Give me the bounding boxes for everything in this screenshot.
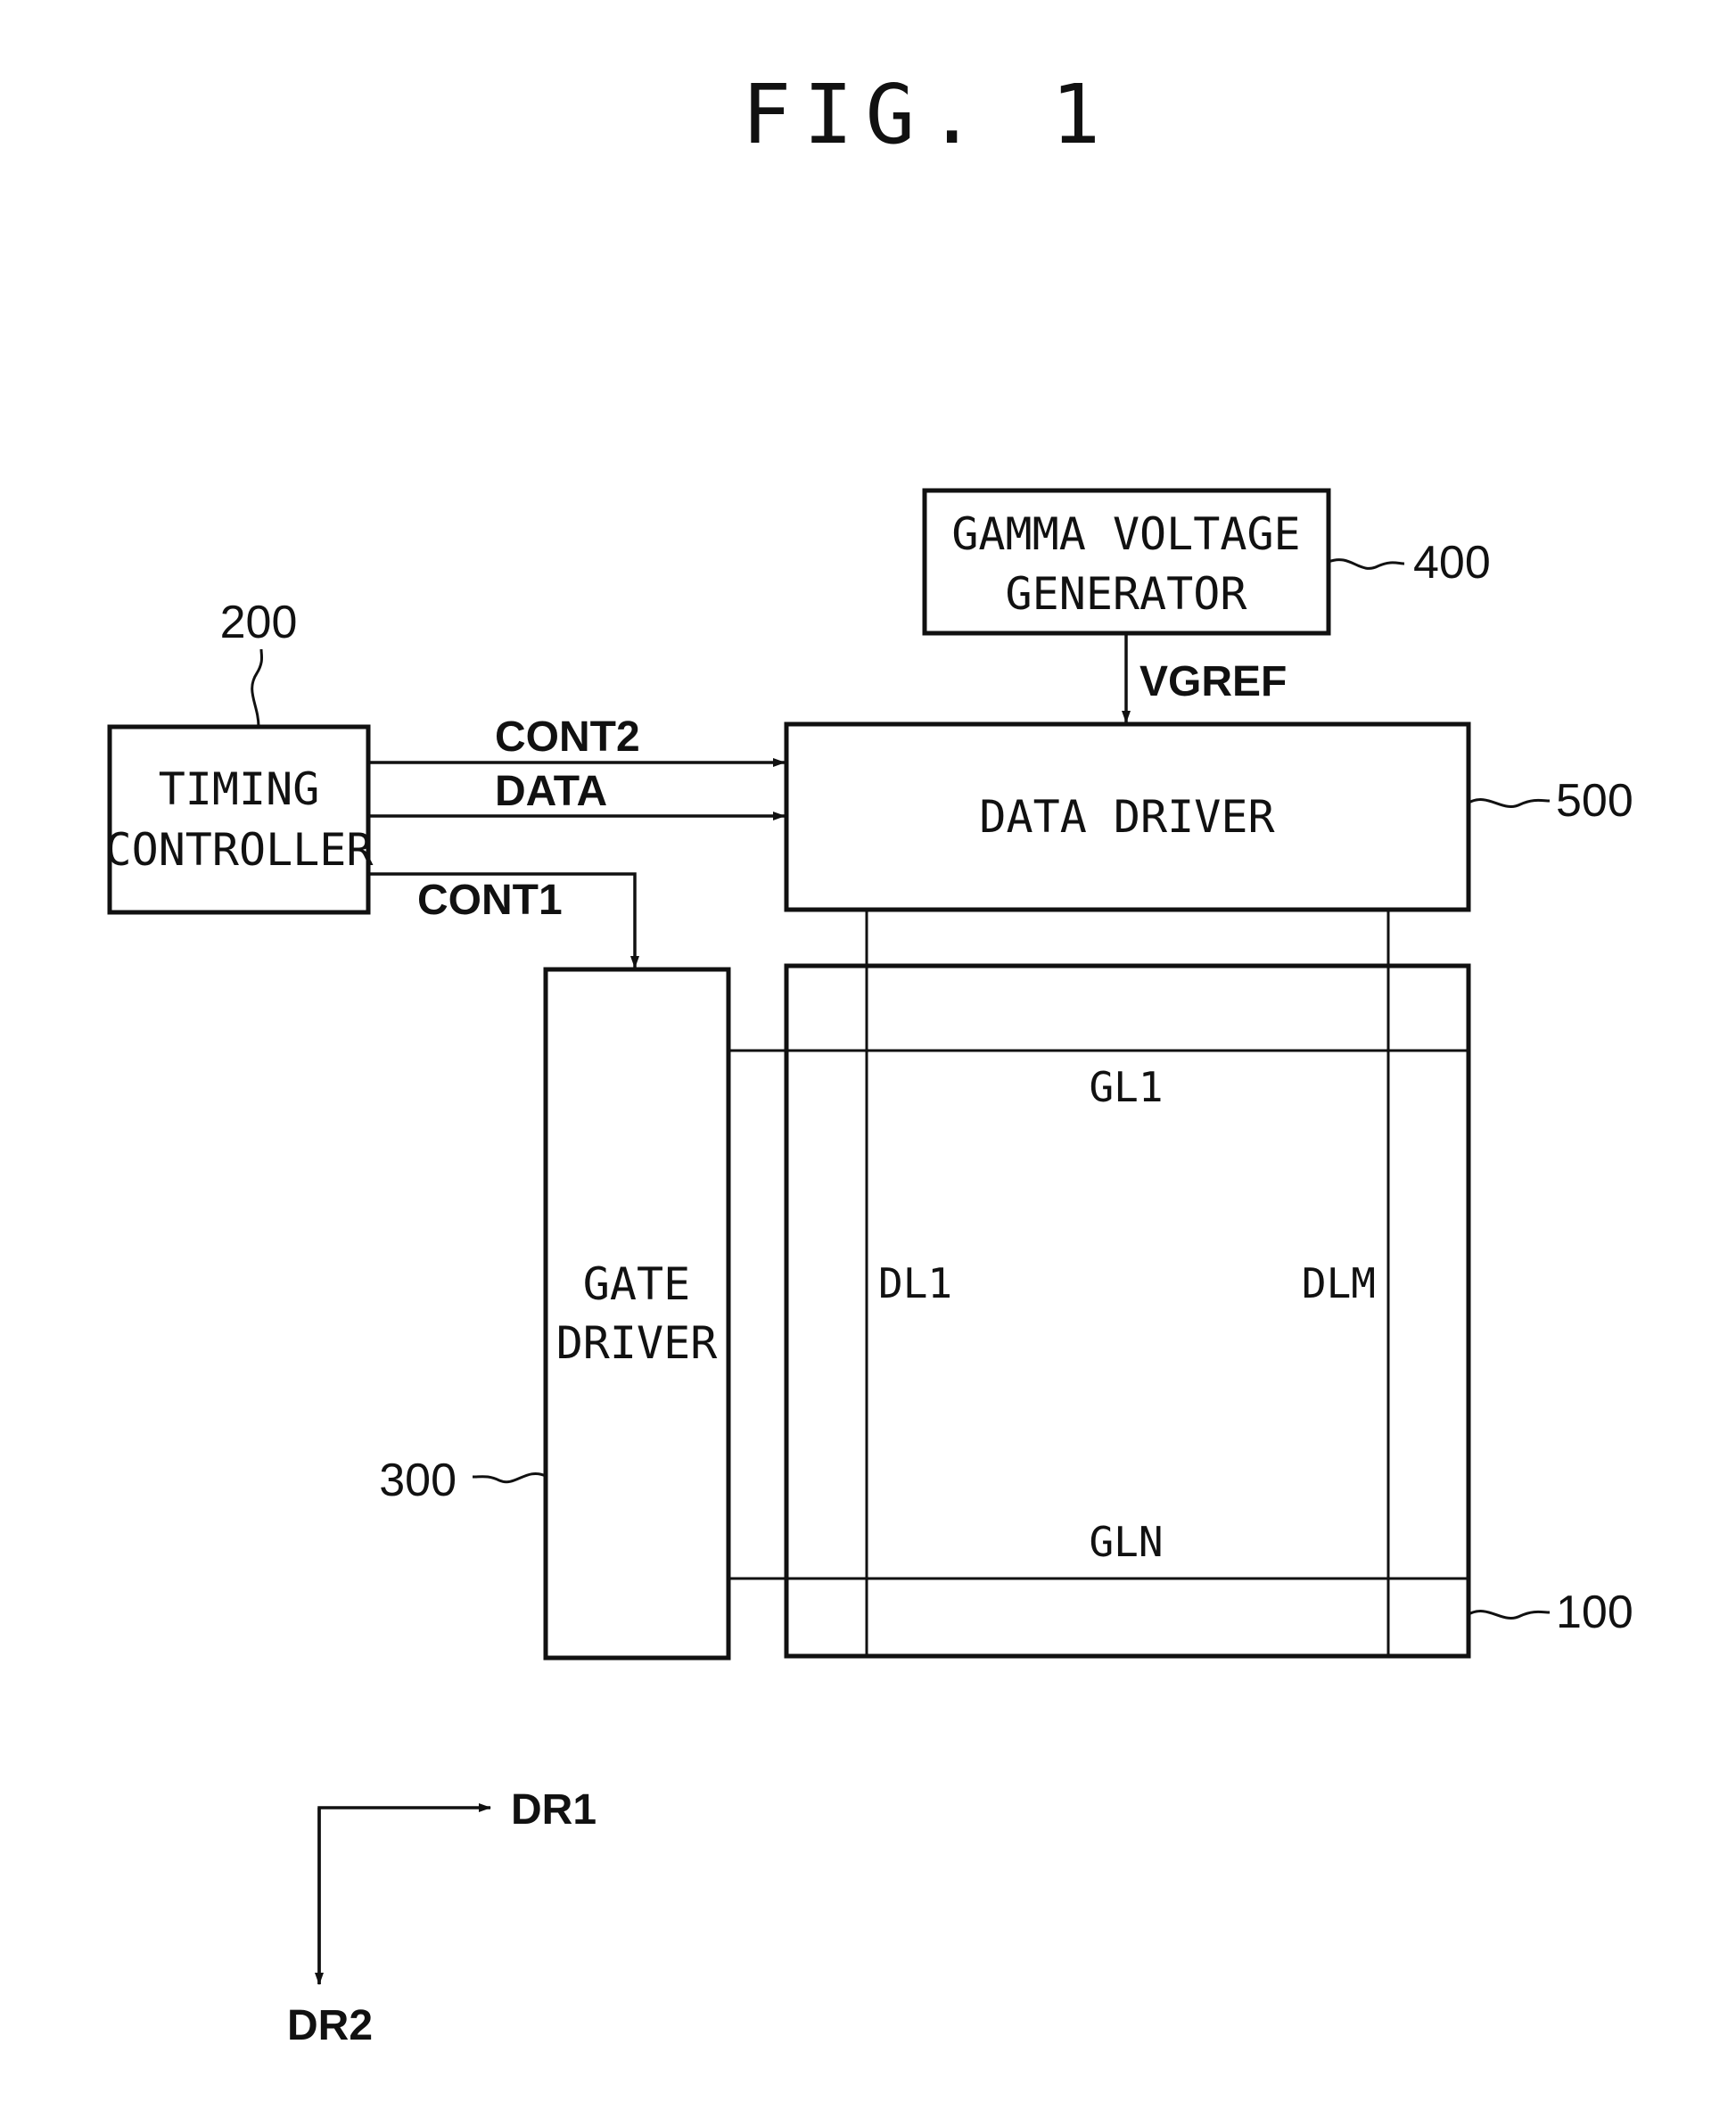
data-driver-ref: 500 <box>1556 775 1633 827</box>
gamma-voltage-generator-label-line2: GENERATOR <box>1006 568 1248 620</box>
gate-line-gl1-label: GL1 <box>1089 1063 1163 1111</box>
data-line-dlm-label: DLM <box>1302 1259 1376 1307</box>
gate-driver-block <box>546 969 728 1658</box>
timing-controller-label-line2: CONTROLLER <box>104 824 374 876</box>
data-line-dl1-label: DL1 <box>878 1259 952 1307</box>
gate-driver-ref: 300 <box>379 1455 457 1506</box>
cont1-label: CONT1 <box>417 877 563 924</box>
timing-controller-ref: 200 <box>220 597 298 648</box>
display-panel-leader <box>1469 1612 1550 1619</box>
gamma-voltage-generator-leader <box>1329 560 1404 569</box>
gate-driver-label-line2: DRIVER <box>556 1317 719 1369</box>
gamma-voltage-generator-label-line1: GAMMA VOLTAGE <box>951 508 1300 560</box>
gamma-voltage-generator-ref: 400 <box>1413 537 1491 589</box>
timing-controller-block <box>110 727 368 912</box>
data-driver-label: DATA DRIVER <box>979 791 1275 843</box>
timing-controller-leader <box>252 649 262 727</box>
display-panel-ref: 100 <box>1556 1587 1633 1638</box>
timing-controller-label-line1: TIMING <box>159 763 320 815</box>
direction-dr2-label: DR2 <box>287 2002 373 2049</box>
data-label: DATA <box>495 768 607 815</box>
data-driver-leader <box>1469 800 1550 807</box>
direction-dr1-label: DR1 <box>511 1786 596 1834</box>
direction-dr1-arrow <box>319 1808 490 1984</box>
gate-line-gln-label: GLN <box>1089 1518 1163 1566</box>
gate-driver-leader <box>473 1473 546 1481</box>
cont2-label: CONT2 <box>495 713 640 761</box>
figure-title: FIG. 1 <box>742 67 1113 162</box>
vgref-label: VGREF <box>1140 658 1287 705</box>
gate-driver-label-line1: GATE <box>583 1258 690 1310</box>
